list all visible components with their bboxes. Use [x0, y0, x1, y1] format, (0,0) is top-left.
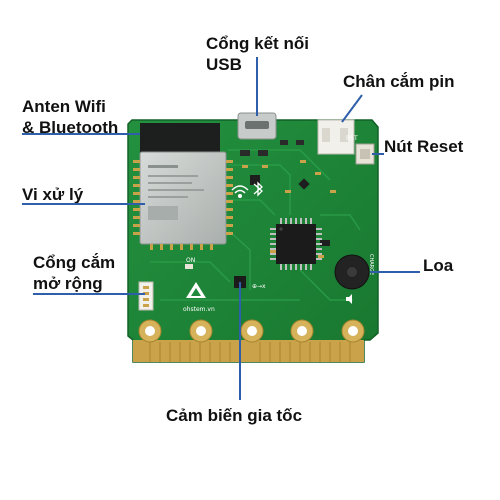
processor-label: Vi xử lý — [22, 185, 84, 204]
pcb-traces — [150, 120, 361, 301]
svg-text:⊕→x: ⊕→x — [252, 283, 266, 290]
accelerometer-label: Cảm biến gia tốc — [166, 406, 303, 425]
main-chip — [270, 218, 322, 270]
brand-logo — [186, 282, 206, 298]
usb-port-label: Cổng kết nối USB — [206, 33, 309, 75]
speaker-icon — [346, 294, 352, 304]
expansion-port-label: Cổng cắm mở rộng — [33, 252, 115, 294]
wifi-icon — [231, 185, 249, 199]
antenna-label-line2: & Bluetooth — [22, 118, 119, 137]
usb-port-label-line1: Cổng kết nối — [206, 34, 309, 53]
bluetooth-icon — [253, 181, 263, 197]
speaker-label: Loa — [423, 256, 454, 275]
rst-silkscreen: RST — [346, 135, 358, 142]
expansion-port-label-line2: mở rộng — [33, 274, 103, 293]
battery-connector-label: Chân cắm pin — [343, 72, 455, 91]
antenna-label-line1: Anten Wifi — [22, 97, 106, 116]
reset-button-label: Nút Reset — [384, 137, 464, 156]
edge-connector — [133, 340, 364, 362]
antenna-block — [140, 123, 220, 153]
pointer-lines — [22, 57, 420, 400]
expansion-header — [138, 281, 154, 311]
antenna-label: Anten Wifi & Bluetooth — [22, 96, 118, 138]
charge-silkscreen: CHARGE — [368, 254, 374, 275]
brand-silkscreen: ohstem.vn — [183, 306, 215, 313]
usb-port-label-line2: USB — [206, 55, 242, 74]
module-pads — [133, 160, 233, 250]
on-silkscreen: ON — [186, 257, 195, 264]
expansion-port-label-line1: Cổng cắm — [33, 253, 116, 272]
